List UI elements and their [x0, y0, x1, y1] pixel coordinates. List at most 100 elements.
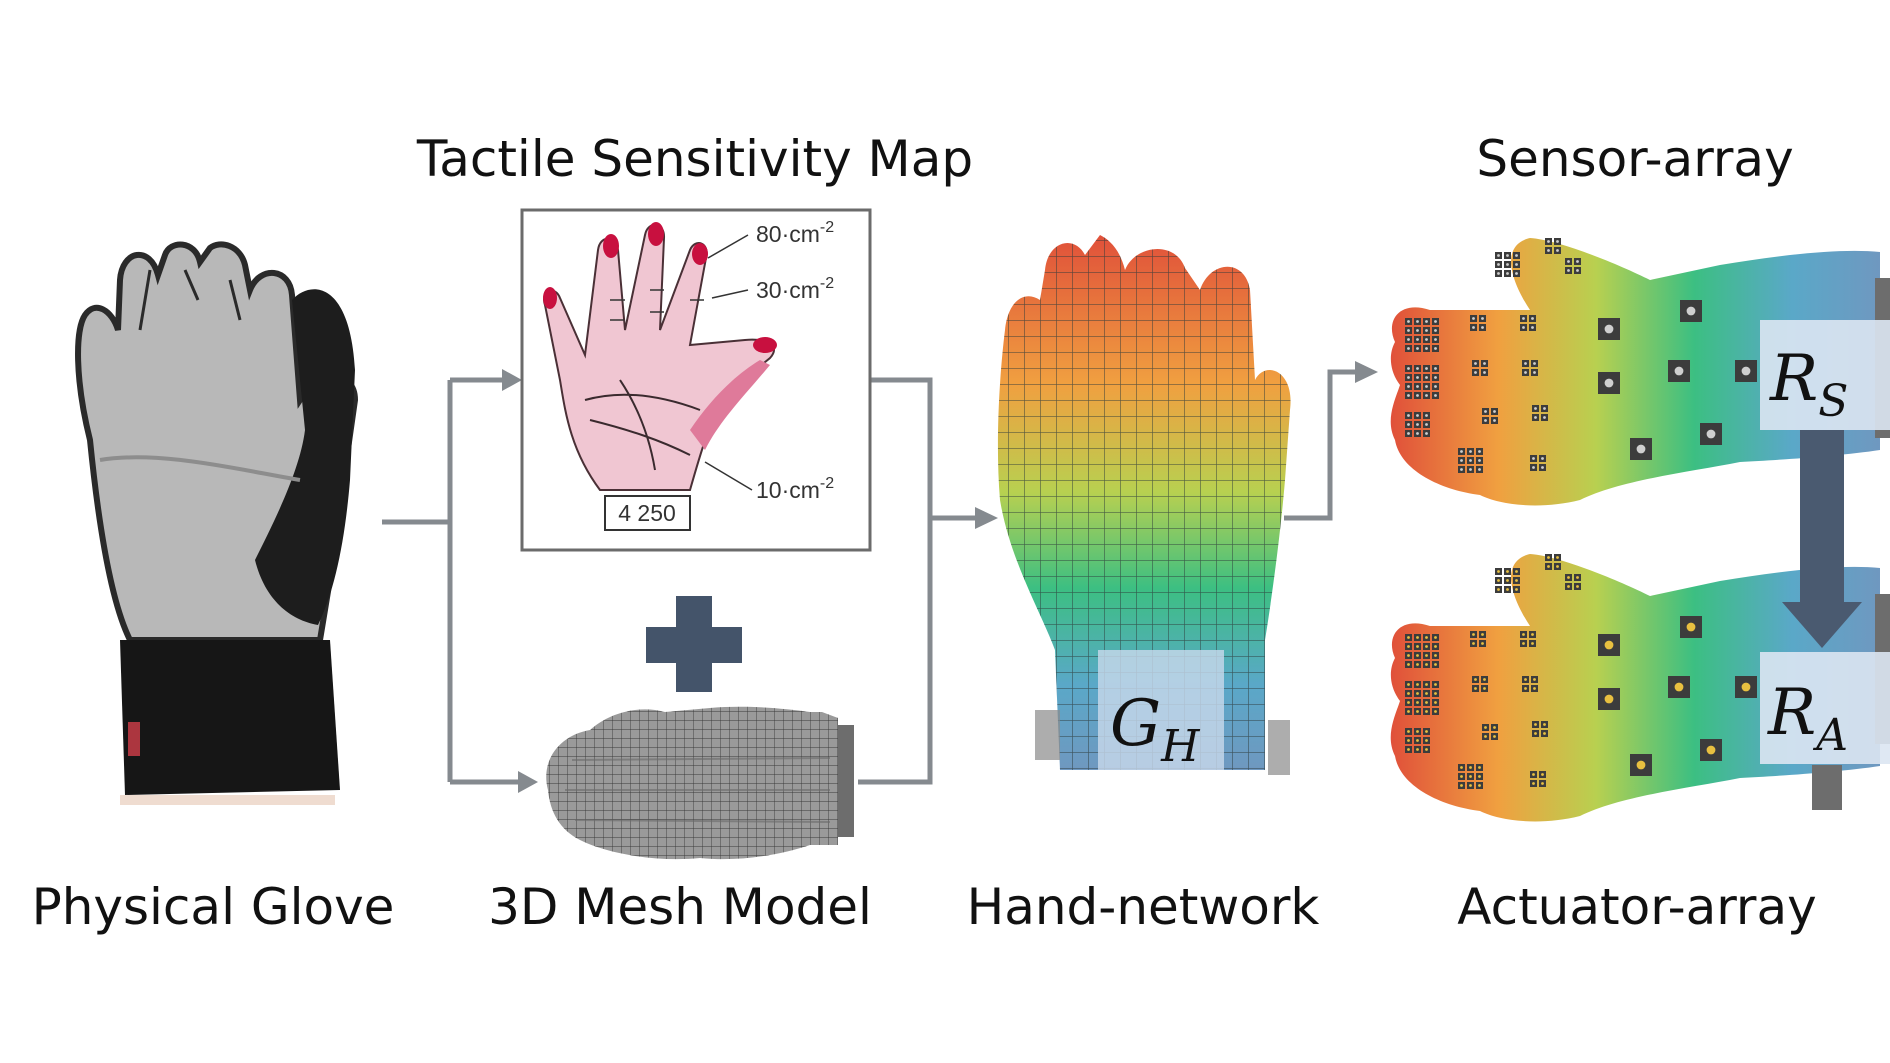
actuator-pad-dot — [1533, 687, 1536, 690]
physical-glove-caption: Physical Glove — [32, 878, 395, 936]
sensor-pad-dot — [1674, 366, 1684, 376]
actuator-pad-dot — [1407, 748, 1410, 751]
actuator-pad-dot — [1460, 775, 1463, 778]
sensor-pad-dot — [1416, 394, 1419, 397]
sensor-pad-dot — [1567, 269, 1570, 272]
sensor-pad-dot — [1493, 410, 1496, 413]
actuator-pad-dot — [1483, 678, 1486, 681]
sensor-pad-dot — [1416, 367, 1419, 370]
sensor-pad-dot — [1506, 254, 1509, 257]
sensor-pad-dot — [1515, 272, 1518, 275]
sensor-pad-dot — [1484, 419, 1487, 422]
sensor-pad-dot — [1425, 367, 1428, 370]
sensor-pad-dot — [1543, 416, 1546, 419]
fingertip-index — [603, 234, 619, 258]
actuator-pad-dot — [1478, 784, 1481, 787]
sensor-pad-dot — [1425, 394, 1428, 397]
actuator-pad-dot — [1534, 723, 1537, 726]
actuator-pad-dot — [1416, 730, 1419, 733]
mesh-model-image — [546, 706, 854, 860]
sensor-pad-dot — [1534, 416, 1537, 419]
actuator-pad-dot — [1556, 556, 1559, 559]
actuator-pad-dot — [1425, 701, 1428, 704]
actuator-pad-dot — [1686, 622, 1696, 632]
actuator-pad-dot — [1460, 766, 1463, 769]
actuator-pad-dot — [1547, 565, 1550, 568]
sensor-pad-dot — [1576, 269, 1579, 272]
graph-symbol-gh: GH — [1110, 687, 1201, 772]
density-label-80: 80·cm-2 — [756, 219, 834, 247]
sensor-pad-dot — [1425, 432, 1428, 435]
actuator-pad-dot — [1407, 730, 1410, 733]
actuator-pad-dot — [1506, 588, 1509, 591]
density-label-30: 30·cm-2 — [756, 275, 834, 303]
actuator-pad-dot — [1407, 710, 1410, 713]
sensor-pad-dot — [1474, 362, 1477, 365]
density-label-10: 10·cm-2 — [756, 475, 834, 503]
sensor-pad-dot — [1416, 320, 1419, 323]
sensor-pad-dot — [1434, 376, 1437, 379]
sensor-pad-dot — [1407, 347, 1410, 350]
sensor-pad-dot — [1407, 423, 1410, 426]
actuator-pad-dot — [1416, 710, 1419, 713]
output-connector — [1284, 361, 1378, 521]
sensor-pad-dot — [1416, 347, 1419, 350]
actuator-pad-dot — [1541, 773, 1544, 776]
sensor-pad-dot — [1434, 347, 1437, 350]
sensor-pad-dot — [1416, 432, 1419, 435]
sensor-pad-dot — [1636, 444, 1646, 454]
actuator-pad-dot — [1407, 739, 1410, 742]
actuator-pad-dot — [1567, 585, 1570, 588]
sensor-pad-dot — [1706, 429, 1716, 439]
actuator-pad-dot — [1416, 739, 1419, 742]
plus-icon — [646, 596, 742, 692]
actuator-pad-dot — [1493, 726, 1496, 729]
sensor-pad-dot — [1416, 329, 1419, 332]
actuator-pad-dot — [1407, 692, 1410, 695]
sensor-pad-dot — [1469, 459, 1472, 462]
actuator-pad-dot — [1434, 636, 1437, 639]
sensor-pad-dot — [1484, 410, 1487, 413]
sensor-pad-dot — [1407, 320, 1410, 323]
sensor-pad-dot — [1434, 338, 1437, 341]
actuator-pad-dot — [1515, 579, 1518, 582]
sensor-pad-dot — [1497, 263, 1500, 266]
sensor-pad-dot — [1474, 371, 1477, 374]
sensor-pad-dot — [1416, 338, 1419, 341]
actuator-pad-dot — [1416, 692, 1419, 695]
actuator-pad-dot — [1522, 633, 1525, 636]
tactile-sensitivity-map: 80·cm-2 30·cm-2 10·cm-2 4 250 — [520, 208, 872, 552]
actuator-pad-dot — [1493, 735, 1496, 738]
actuator-pad-dot — [1472, 642, 1475, 645]
actuator-pad-dot — [1434, 710, 1437, 713]
actuator-pad-dot — [1469, 784, 1472, 787]
sensor-pad-dot — [1407, 367, 1410, 370]
actuator-pad-dot — [1434, 692, 1437, 695]
sensor-pad-dot — [1481, 317, 1484, 320]
actuator-pad-dot — [1425, 710, 1428, 713]
actuator-pad-dot — [1524, 687, 1527, 690]
sensor-pad-dot — [1741, 366, 1751, 376]
sensor-pad-dot — [1478, 450, 1481, 453]
sensor-pad-dot — [1686, 306, 1696, 316]
actuator-pad-dot — [1484, 735, 1487, 738]
sensor-pad-dot — [1481, 326, 1484, 329]
sensor-pad-dot — [1472, 317, 1475, 320]
sensor-symbol-rs: RS — [1769, 342, 1848, 427]
split-connector — [382, 369, 538, 793]
sensor-pad-dot — [1483, 371, 1486, 374]
actuator-pad-dot — [1416, 683, 1419, 686]
sensor-pad-dot — [1460, 468, 1463, 471]
actuator-pad-dot — [1481, 633, 1484, 636]
sensor-pad-dot — [1434, 385, 1437, 388]
sensor-pad-dot — [1493, 419, 1496, 422]
actuator-pad-dot — [1481, 642, 1484, 645]
actuator-pad-dot — [1567, 576, 1570, 579]
sensor-pad-dot — [1604, 324, 1614, 334]
actuator-pad-dot — [1497, 579, 1500, 582]
actuator-array-caption: Actuator-array — [1457, 878, 1816, 936]
actuator-pad-dot — [1534, 732, 1537, 735]
sensor-pad-dot — [1522, 326, 1525, 329]
sensor-pad-dot — [1524, 362, 1527, 365]
sensor-pad-dot — [1543, 407, 1546, 410]
